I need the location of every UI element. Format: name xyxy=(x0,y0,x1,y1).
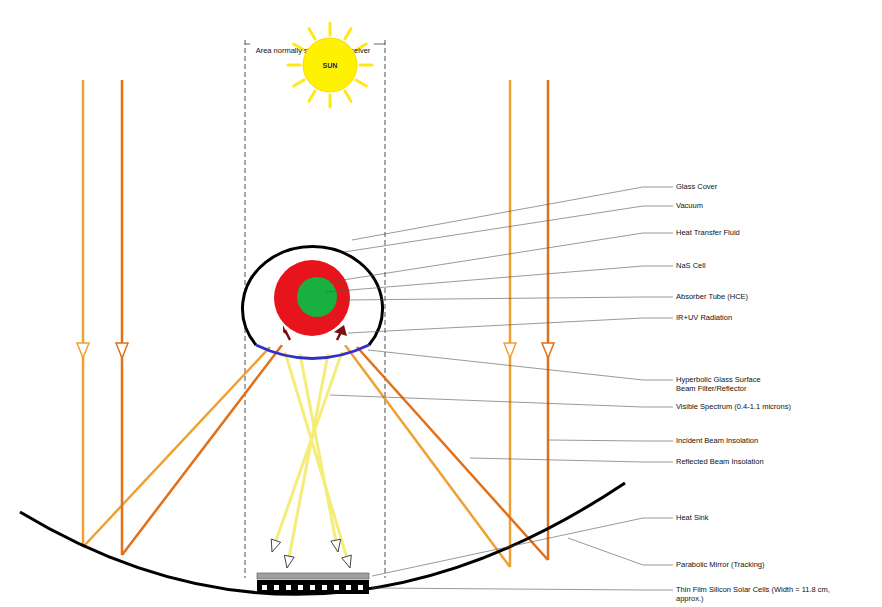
dashed-boundary xyxy=(385,40,386,578)
dimension-line xyxy=(245,44,250,45)
sun-circle-shape xyxy=(303,38,357,92)
leader-line xyxy=(348,318,673,333)
leader-line xyxy=(372,588,673,590)
part-label: NaS Cell xyxy=(676,261,866,270)
part-label: Heat Sink xyxy=(676,513,866,522)
solar-cell xyxy=(358,585,363,590)
visible-ray xyxy=(287,354,328,568)
sun-rays xyxy=(288,23,372,107)
ir-uv-arrowhead xyxy=(283,325,288,336)
incident-ray xyxy=(82,80,85,547)
part-label: Visible Spectrum (0.4-1.1 microns) xyxy=(676,402,866,411)
hyperbolic-filter xyxy=(256,345,369,359)
ir-uv-arrowhead xyxy=(334,325,347,336)
heat-sink xyxy=(257,573,369,579)
sun-ray xyxy=(356,80,366,86)
leader-line xyxy=(330,233,673,282)
leader-line xyxy=(330,395,673,407)
leader-line xyxy=(352,187,673,240)
part-label: Incident Beam Insolation xyxy=(676,436,866,445)
part-label: Reflected Beam Insolation xyxy=(676,457,866,466)
visible-ray xyxy=(272,352,342,552)
visible-arrowhead xyxy=(271,539,280,552)
sun-ray xyxy=(345,91,351,101)
solar-cell xyxy=(334,585,339,590)
part-label: Hyperbolic Glass Surface Beam Filter/Ref… xyxy=(676,375,776,394)
sun-circle: SUN xyxy=(302,37,358,93)
solar-cell xyxy=(274,585,279,590)
visible-arrowhead xyxy=(331,539,341,552)
ray-arrowhead xyxy=(504,343,516,358)
incident-ray xyxy=(509,80,512,567)
part-label: Glass Cover xyxy=(676,182,866,191)
visible-spectrum-rays xyxy=(271,352,351,568)
leader-line xyxy=(344,206,673,252)
ray-arrowhead xyxy=(116,343,128,358)
reflected-ray xyxy=(357,347,548,560)
part-label: Vacuum xyxy=(676,201,866,210)
sun-ray xyxy=(345,29,351,39)
leader-line xyxy=(368,350,673,380)
reflected-ray xyxy=(83,347,270,547)
sun-ray xyxy=(294,80,304,86)
dimension-line xyxy=(374,44,385,45)
leader-line xyxy=(548,440,673,441)
heat-transfer-fluid xyxy=(297,277,337,317)
solar-cell xyxy=(262,585,267,590)
part-label: Absorber Tube (HCE) xyxy=(676,292,866,301)
visible-ray xyxy=(285,352,350,568)
reflected-ray xyxy=(122,345,282,555)
absorber-tube xyxy=(274,260,350,336)
sun-ray xyxy=(309,91,315,101)
part-label: Thin Film Silicon Solar Cells (Width = 1… xyxy=(676,585,836,604)
visible-arrowhead xyxy=(342,555,352,568)
incident-ray xyxy=(121,80,124,555)
solar-cell xyxy=(322,585,327,590)
reflected-ray xyxy=(345,345,510,567)
sun-ray xyxy=(329,23,332,35)
solar-cell xyxy=(286,585,291,590)
solar-cells xyxy=(257,580,369,594)
leader-lines xyxy=(326,187,673,590)
leader-line xyxy=(568,538,673,565)
part-label: Parabolic Mirror (Tracking) xyxy=(676,560,866,569)
sun-ray xyxy=(360,64,372,67)
incident-ray xyxy=(547,80,550,560)
solar-cell xyxy=(298,585,303,590)
sun-ray xyxy=(329,95,332,107)
solar-cell xyxy=(346,585,351,590)
sun-label: SUN xyxy=(323,62,338,69)
solar-cell-row xyxy=(262,585,363,590)
insolation-rays xyxy=(77,80,554,567)
part-label: Heat Transfer Fluid xyxy=(676,228,866,237)
parabolic-mirror xyxy=(20,483,625,594)
receiver xyxy=(243,246,383,358)
sun-ray xyxy=(288,64,300,67)
leader-line xyxy=(372,518,673,576)
part-label: IR+UV Radiation xyxy=(676,313,866,322)
solar-cell xyxy=(310,585,315,590)
ray-arrowhead xyxy=(542,343,554,358)
leader-line xyxy=(345,297,673,300)
visible-arrowhead xyxy=(284,555,294,568)
leader-line xyxy=(470,458,673,462)
leader-line xyxy=(326,266,673,292)
sun-ray xyxy=(309,29,315,39)
glass-cover xyxy=(243,246,383,345)
ray-arrowhead xyxy=(77,343,89,358)
